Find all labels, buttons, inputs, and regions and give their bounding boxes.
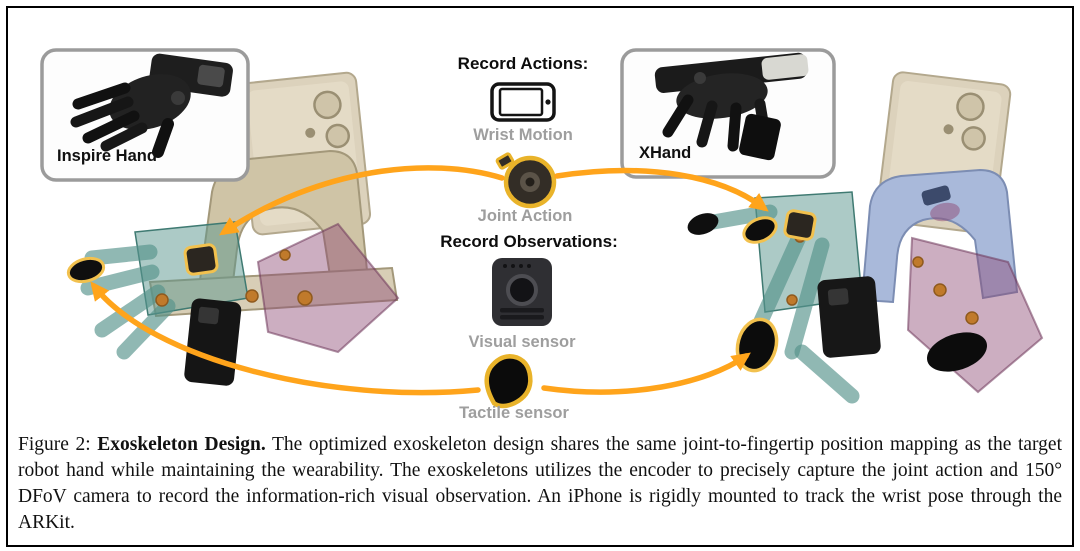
- figure-number: Figure 2:: [18, 434, 98, 455]
- figure-border: [6, 6, 1074, 547]
- right-arch: [860, 168, 1019, 304]
- right-exoskeleton: [687, 71, 1044, 404]
- xhand-photo: [654, 52, 809, 161]
- left-joint-dots: [155, 249, 313, 307]
- figure-caption-body: The optimized exoskeleton design shares …: [18, 434, 1062, 533]
- camera-sensor-icon: [492, 258, 552, 326]
- left-encoder-highlight: [183, 243, 219, 276]
- figure-caption: Figure 2: Exoskeleton Design. The optimi…: [18, 432, 1062, 536]
- figure-illustration: Inspire Hand XHand Record Actions: Wrist…: [40, 48, 1044, 422]
- visual-sensor-label: Visual sensor: [468, 333, 576, 351]
- phone-icon: [490, 82, 556, 122]
- record-observations-header: Record Observations:: [440, 232, 618, 251]
- xhand-callout: [620, 48, 836, 179]
- tactile-sensor-label: Tactile sensor: [459, 404, 569, 422]
- left-purple-part: [256, 222, 400, 354]
- right-upper-tactile-pad: [742, 216, 778, 244]
- left-tactile-pad: [66, 256, 106, 284]
- xhand-label: XHand: [639, 144, 692, 162]
- left-camera-box: [184, 298, 242, 386]
- tactile-fingertip-icon: [484, 354, 533, 409]
- inspire-hand-photo: [70, 53, 233, 158]
- right-links: [694, 204, 860, 404]
- wrist-motion-label: Wrist Motion: [473, 126, 573, 144]
- arrow-encoder-to-right-exo: [554, 167, 769, 212]
- inspire-hand-callout: [40, 48, 250, 182]
- figure-title: Exoskeleton Design.: [97, 434, 266, 455]
- encoder-icon: [495, 152, 557, 209]
- arrow-tactile-to-left-exo: [90, 281, 481, 396]
- inspire-hand-label: Inspire Hand: [57, 147, 157, 165]
- right-camera-box: [817, 276, 881, 358]
- right-encoder-highlight: [783, 209, 817, 241]
- joint-action-label: Joint Action: [477, 207, 573, 225]
- record-actions-header: Record Actions:: [457, 54, 589, 73]
- arrow-tactile-to-right-exo: [541, 352, 751, 395]
- arrow-encoder-to-left-exo: [219, 165, 505, 236]
- figure-canvas: [40, 48, 1044, 409]
- right-lower-tactile-pad: [735, 317, 779, 373]
